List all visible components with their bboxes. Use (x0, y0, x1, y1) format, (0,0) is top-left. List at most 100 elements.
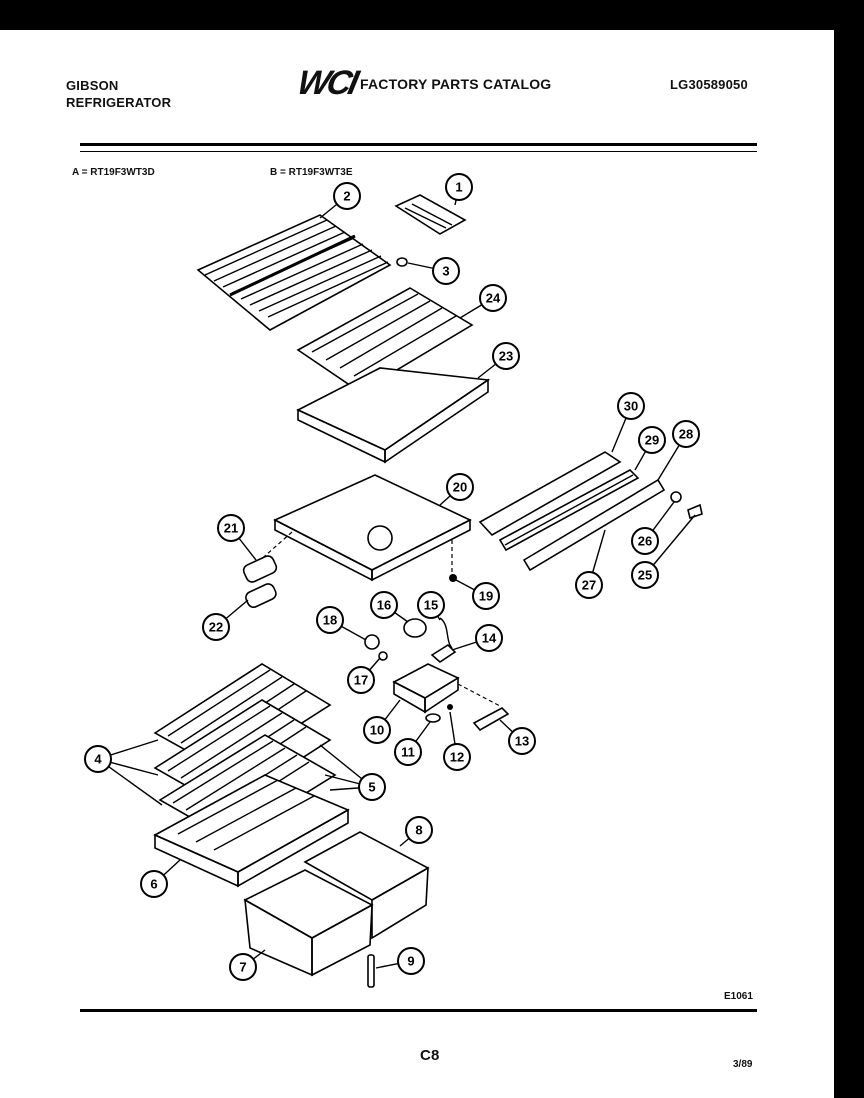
part-23-tray (296, 367, 491, 464)
part-11-washer (425, 713, 441, 723)
callout-3: 3 (432, 257, 460, 285)
part-17-socket (378, 651, 388, 661)
svg-text:13: 13 (515, 734, 529, 749)
scan-border-right (834, 0, 864, 1098)
callout-7: 7 (229, 953, 257, 981)
svg-text:26: 26 (638, 534, 652, 549)
brand-name: GIBSON (66, 78, 119, 93)
svg-text:16: 16 (377, 598, 391, 613)
callout-24: 24 (479, 284, 507, 312)
callout-5: 5 (358, 773, 386, 801)
header-rule-thick (80, 143, 757, 146)
part-8-crisper-pan (303, 831, 430, 940)
svg-text:3: 3 (442, 264, 449, 279)
part-2-wire-shelf (196, 214, 392, 331)
callout-21: 21 (217, 514, 245, 542)
callout-12: 12 (443, 743, 471, 771)
part-6-crisper-cover (153, 774, 350, 888)
svg-text:2: 2 (343, 189, 350, 204)
svg-text:25: 25 (638, 568, 652, 583)
callout-22: 22 (202, 613, 230, 641)
svg-text:11: 11 (401, 745, 415, 760)
svg-text:23: 23 (499, 349, 513, 364)
svg-text:14: 14 (482, 631, 497, 646)
svg-text:4: 4 (94, 752, 102, 767)
catalog-date: 3/89 (733, 1059, 753, 1070)
svg-text:15: 15 (424, 598, 438, 613)
callout-16: 16 (370, 591, 398, 619)
part-30-rail (478, 451, 622, 537)
svg-text:24: 24 (486, 291, 501, 306)
callout-4: 4 (84, 745, 112, 773)
callout-10: 10 (363, 716, 391, 744)
callout-23: 23 (492, 342, 520, 370)
callout-28: 28 (672, 420, 700, 448)
part-19-screw (449, 574, 457, 582)
callout-11: 11 (394, 738, 422, 766)
callout-1: 1 (445, 173, 473, 201)
page-number: C8 (420, 1047, 440, 1064)
figure-code: E1061 (724, 991, 753, 1002)
part-12-screw (447, 704, 453, 710)
part-10-control-housing (392, 663, 460, 714)
part-1-cover (394, 194, 467, 235)
model-b-label: B = RT19F3WT3E (270, 167, 353, 178)
part-25-screw (687, 503, 703, 520)
part-24-glass-frame (296, 287, 474, 393)
svg-text:27: 27 (582, 578, 596, 593)
svg-text:19: 19 (479, 589, 493, 604)
svg-text:8: 8 (415, 823, 422, 838)
part-27-slide (522, 478, 666, 572)
svg-text:18: 18 (323, 613, 337, 628)
header-rule-thin (80, 151, 757, 152)
svg-text:1: 1 (455, 180, 462, 195)
part-18-lamp (364, 634, 380, 650)
callout-27: 27 (575, 571, 603, 599)
callout-20: 20 (446, 473, 474, 501)
callout-13: 13 (508, 727, 536, 755)
svg-text:28: 28 (679, 427, 693, 442)
callout-15: 15 (417, 591, 445, 619)
svg-text:30: 30 (624, 399, 638, 414)
part-29-rail-strip (498, 469, 640, 552)
svg-text:29: 29 (645, 433, 659, 448)
callout-8: 8 (405, 816, 433, 844)
callout-6: 6 (140, 870, 168, 898)
callout-25: 25 (631, 561, 659, 589)
svg-text:22: 22 (209, 620, 223, 635)
part-26-nut (670, 491, 682, 503)
svg-text:6: 6 (150, 877, 157, 892)
part-16-knob (403, 618, 427, 638)
part-3-clip (396, 257, 408, 267)
product-type: REFRIGERATOR (66, 95, 172, 110)
callout-18: 18 (316, 606, 344, 634)
part-20-crisper-frame (257, 474, 472, 582)
callout-26: 26 (631, 527, 659, 555)
svg-text:17: 17 (354, 673, 368, 688)
callout-2: 2 (333, 182, 361, 210)
svg-text:5: 5 (368, 780, 375, 795)
callout-29: 29 (638, 426, 666, 454)
callout-19: 19 (472, 582, 500, 610)
part-15-spring (439, 617, 453, 649)
catalog-number: LG30589050 (670, 77, 748, 92)
footer-rule (80, 1009, 757, 1012)
scan-border-top (0, 0, 864, 30)
part-9-divider (367, 954, 375, 988)
part-13-bracket (472, 707, 510, 732)
part-14-switch (430, 643, 457, 664)
svg-text:9: 9 (407, 954, 414, 969)
callout-9: 9 (397, 947, 425, 975)
callout-14: 14 (475, 624, 503, 652)
callout-30: 30 (617, 392, 645, 420)
model-a-label: A = RT19F3WT3D (72, 167, 155, 178)
svg-text:10: 10 (370, 723, 384, 738)
svg-text:12: 12 (450, 750, 464, 765)
callout-17: 17 (347, 666, 375, 694)
svg-text:7: 7 (239, 960, 246, 975)
part-21-22-rollers (242, 555, 278, 608)
svg-text:20: 20 (453, 480, 467, 495)
svg-text:21: 21 (224, 521, 238, 536)
catalog-title: FACTORY PARTS CATALOG (360, 76, 552, 92)
